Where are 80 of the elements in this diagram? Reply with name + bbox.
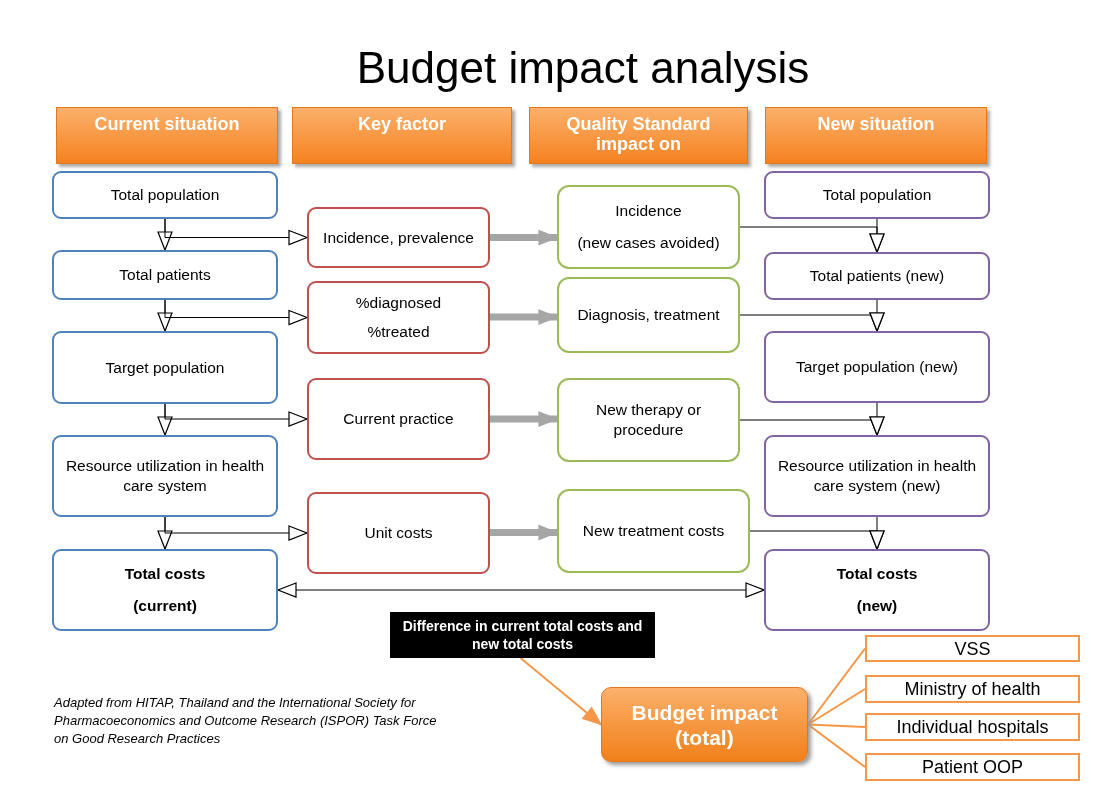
node-text: Total population xyxy=(110,185,220,205)
factor-box xyxy=(307,492,490,574)
arrow xyxy=(519,657,602,726)
node-text: Ministry of health xyxy=(904,679,1041,699)
node-text: Current situation xyxy=(94,114,240,134)
node-text: Quality Standard impact on xyxy=(565,114,712,154)
arrow xyxy=(490,524,558,541)
process-box xyxy=(764,435,990,517)
node-text: (new) xyxy=(856,595,898,616)
node-text: New therapy or procedure xyxy=(594,400,703,440)
column-header xyxy=(765,107,987,164)
caption: Adapted from HITAP, Thailand and the International Society for Pharmacoeconomics and Outcome Research (ISPOR) Task Force on Good Research Practices xyxy=(54,694,438,748)
node-text: Diagnosis, treatment xyxy=(577,305,720,325)
category-box xyxy=(865,753,1080,781)
node-text: %diagnosed xyxy=(355,293,442,314)
node-text: Individual hospitals xyxy=(896,717,1049,737)
process-box xyxy=(52,250,278,300)
factor-box xyxy=(307,207,490,268)
title: Budget impact analysis xyxy=(355,42,811,94)
process-box xyxy=(764,252,990,300)
node-text: Incidence xyxy=(615,201,682,221)
factor-box xyxy=(307,378,490,460)
node-text: Resource utilization in health care system (new) xyxy=(776,456,978,496)
node-text: %treated xyxy=(367,321,430,342)
node-text: (new cases avoided) xyxy=(577,233,720,253)
arrow xyxy=(869,516,885,550)
impact-box xyxy=(557,378,740,462)
process-box xyxy=(52,549,278,631)
impact-box xyxy=(557,277,740,353)
category-box xyxy=(865,713,1080,741)
category-box xyxy=(865,675,1080,703)
process-box xyxy=(764,171,990,219)
node-text: Total costs xyxy=(836,564,918,585)
node-text: Total patients (new) xyxy=(809,266,945,286)
arrow xyxy=(490,411,558,427)
process-box xyxy=(764,331,990,403)
node-text: New situation xyxy=(817,114,935,134)
node-text: Target population (new) xyxy=(796,357,958,377)
arrow xyxy=(164,218,308,246)
result-box xyxy=(601,687,808,762)
impact-box xyxy=(557,489,750,573)
factor-box xyxy=(307,281,490,354)
process-box xyxy=(52,171,278,219)
column-header xyxy=(529,107,748,164)
arrow xyxy=(869,218,885,253)
node-text: Key factor xyxy=(358,114,446,134)
column-header xyxy=(292,107,512,164)
node-text: New treatment costs xyxy=(582,521,725,541)
connector-line xyxy=(807,723,866,728)
node-text: Incidence, prevalence xyxy=(323,227,474,248)
node-text: Difference in current total costs and new total costs xyxy=(401,617,644,653)
arrow xyxy=(164,403,308,427)
node-text: Unit costs xyxy=(364,523,433,543)
category-box xyxy=(865,635,1080,662)
arrow xyxy=(869,402,885,436)
node-text: Target population xyxy=(105,357,225,378)
arrow xyxy=(277,582,765,598)
connector-line xyxy=(807,688,866,726)
node-text: VSS xyxy=(954,638,991,659)
arrow xyxy=(164,516,308,541)
node-text: Current practice xyxy=(343,409,454,429)
node-text: Resource utilization in health care system xyxy=(64,456,266,496)
node-text: Total population xyxy=(822,185,932,205)
connector-line xyxy=(807,723,866,768)
impact-box xyxy=(557,185,740,269)
node-text: Total patients xyxy=(119,265,211,285)
label-box xyxy=(390,612,655,658)
node-text: Budget impact (total) xyxy=(630,699,779,750)
node-text: Total costs xyxy=(124,564,206,585)
node-text: (current) xyxy=(133,595,197,616)
arrow xyxy=(490,229,558,246)
process-box xyxy=(52,331,278,404)
arrow xyxy=(490,309,558,325)
node-text: Patient OOP xyxy=(921,757,1024,777)
process-box xyxy=(764,549,990,631)
connector-line xyxy=(807,647,866,726)
column-header xyxy=(56,107,278,164)
arrow xyxy=(164,299,308,326)
arrow xyxy=(869,299,885,332)
process-box xyxy=(52,435,278,517)
